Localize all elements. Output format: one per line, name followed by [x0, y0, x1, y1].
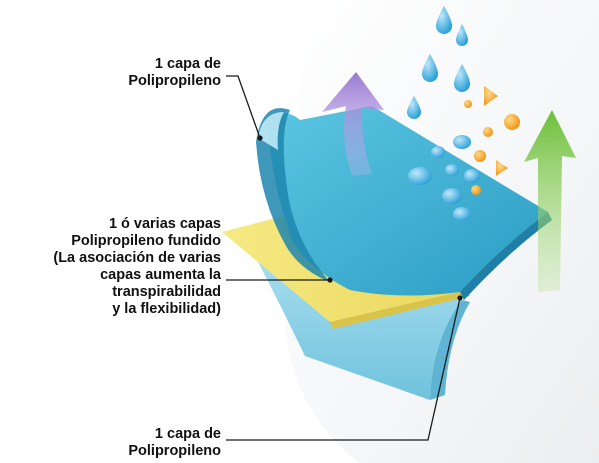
leader-dot-bottom — [457, 295, 463, 301]
orange-particle-icon — [464, 100, 472, 108]
water-drop-icon — [407, 96, 421, 119]
orange-particle-icon — [496, 160, 508, 176]
top-layer — [268, 106, 548, 296]
label-line: (La asociación de varias — [53, 250, 221, 266]
label-line: Polipropileno — [128, 73, 221, 89]
water-drop-icon — [408, 167, 432, 185]
label-line: capas aumenta la — [100, 267, 221, 283]
water-drop-icon — [431, 146, 445, 158]
top-layer-curl — [256, 108, 330, 282]
label-line: y la flexibilidad) — [112, 301, 221, 317]
orange-particle-icon — [483, 127, 493, 137]
leader-line-top — [226, 75, 261, 139]
label-line: 1 capa de — [154, 56, 221, 72]
label-line: Polipropileno fundido — [71, 233, 221, 249]
water-drop-icon — [445, 164, 459, 176]
leader-line-bottom — [226, 297, 461, 441]
water-drop-icon — [442, 188, 462, 204]
top-layer-highlight — [258, 112, 284, 150]
leader-lines — [226, 75, 463, 441]
orange-particle-icon — [474, 150, 486, 162]
label-line: transpirabilidad — [112, 284, 221, 300]
water-drop-icon — [436, 6, 452, 34]
orange-particle-icon — [471, 185, 481, 195]
water-drops — [407, 6, 470, 119]
water-drop-icon — [453, 207, 471, 221]
water-beads — [408, 135, 480, 221]
green-arrow-icon — [524, 110, 576, 292]
water-drop-icon — [464, 169, 480, 183]
water-drop-icon — [454, 64, 470, 92]
label-line: 1 capa de — [154, 426, 221, 442]
orange-particle-icon — [504, 114, 520, 130]
label-line: Polipropileno — [128, 443, 221, 459]
orange-particle-icon — [484, 86, 498, 106]
leader-dot-top — [257, 135, 263, 141]
water-drop-icon — [422, 54, 438, 82]
leader-dot-middle — [327, 277, 333, 283]
label-top-layer: 1 capa de Polipropileno — [128, 56, 221, 90]
label-middle-layer: 1 ó varias capas Polipropileno fundido (… — [53, 216, 221, 318]
bottom-layer-edge — [430, 300, 470, 400]
water-drop-icon — [456, 24, 468, 46]
purple-arrow-icon — [322, 72, 384, 176]
label-line: 1 ó varias capas — [108, 216, 221, 232]
orange-particles — [464, 86, 520, 195]
middle-layer-edge — [330, 290, 470, 329]
water-drop-icon — [453, 135, 471, 149]
top-layer-right-edge — [460, 212, 552, 300]
label-bottom-layer: 1 capa de Polipropileno — [128, 426, 221, 460]
